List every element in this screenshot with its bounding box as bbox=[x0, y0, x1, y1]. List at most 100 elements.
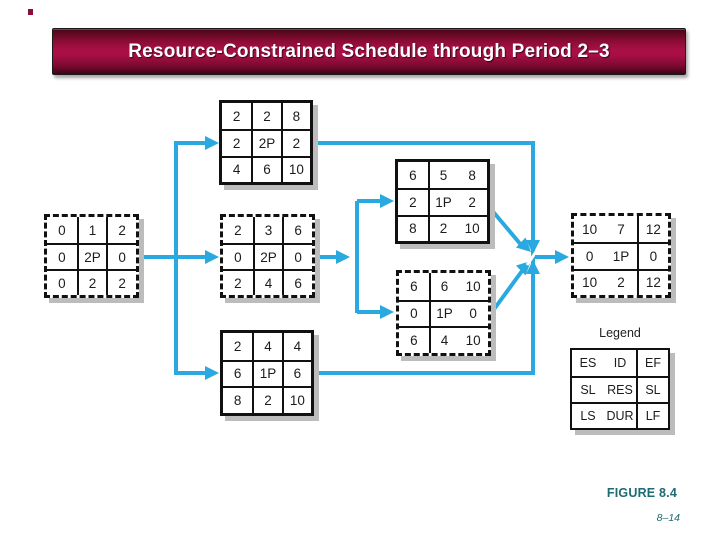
legend-box-cell: DUR bbox=[604, 402, 636, 428]
activity-node-5-cell: 10 bbox=[457, 214, 487, 241]
activity-node-1-cell: 2 bbox=[76, 269, 107, 295]
activity-node-5-cell: 2 bbox=[398, 188, 428, 214]
legend-box-cell: EF bbox=[636, 350, 668, 376]
activity-node-2-cell: 2 bbox=[232, 108, 241, 124]
activity-node-4-cell: 10 bbox=[281, 386, 311, 413]
activity-node-6-cell: 0 bbox=[399, 299, 429, 327]
legend-box-cell: ES bbox=[579, 356, 597, 370]
activity-node-7-cell: 1P bbox=[605, 242, 637, 268]
activity-node-2-cell: 6 bbox=[251, 155, 281, 182]
connector-node5-diagonal bbox=[488, 206, 524, 248]
legend-box-cell: ID bbox=[613, 356, 627, 370]
activity-node-7-cell: 0 bbox=[636, 242, 668, 269]
activity-node-1-cell: 2P bbox=[76, 243, 107, 269]
activity-node-3-cell: 2 bbox=[223, 269, 253, 295]
corner-accent bbox=[28, 9, 33, 15]
activity-node-2-cell: 10 bbox=[280, 155, 310, 182]
activity-node-1-cell: 0 bbox=[47, 243, 77, 269]
arrowhead-into-node4 bbox=[205, 366, 219, 380]
activity-node-4-cell: 6 bbox=[281, 359, 311, 387]
page-number: 8–14 bbox=[656, 512, 680, 524]
activity-node-3-cell: 3 bbox=[252, 217, 283, 243]
title-banner: Resource-Constrained Schedule through Pe… bbox=[52, 28, 686, 75]
activity-node-1-cell: 0 bbox=[106, 243, 136, 269]
activity-node-2-cell: 4 bbox=[222, 155, 252, 182]
activity-node-2-cell: 2 bbox=[280, 129, 310, 156]
arrowhead-into-node6 bbox=[380, 305, 394, 319]
arrowhead-node3-out bbox=[336, 250, 350, 264]
activity-node-3-cell: 0 bbox=[223, 243, 253, 269]
activity-node-4-cell: 2 bbox=[252, 386, 282, 413]
legend-box-cell: LF bbox=[636, 402, 668, 428]
activity-node-7-cell: 7 bbox=[617, 221, 625, 237]
connector-node4-to-merge bbox=[314, 273, 535, 375]
slide-title: Resource-Constrained Schedule through Pe… bbox=[128, 40, 610, 62]
activity-node-2-cell: 2 bbox=[222, 129, 252, 155]
activity-node-2-cell: 2P bbox=[251, 129, 281, 156]
activity-node-1-cell: 2 bbox=[106, 269, 136, 295]
activity-node-3-cell: 4 bbox=[252, 269, 283, 295]
legend-box-cell: SL bbox=[572, 376, 604, 402]
activity-node-6-cell: 6 bbox=[428, 273, 459, 300]
activity-node-5-cell: 2 bbox=[427, 214, 458, 241]
activity-node-5-cell: 8 bbox=[468, 167, 476, 183]
legend-box-cell: RES bbox=[604, 376, 636, 402]
activity-node-7-cell: 10 bbox=[574, 268, 606, 295]
figure-label: FIGURE 8.4 bbox=[606, 486, 677, 500]
activity-node-3-cell: 2P bbox=[252, 243, 283, 269]
activity-node-4-cell: 4 bbox=[281, 333, 311, 360]
activity-node-4-cell: 2 bbox=[233, 338, 242, 354]
activity-node-1-cell: 2 bbox=[106, 217, 136, 243]
arrowhead-into-node2 bbox=[205, 136, 219, 150]
legend-title: Legend bbox=[599, 326, 641, 340]
activity-node-6-cell: 4 bbox=[428, 326, 459, 353]
activity-node-1-cell: 1 bbox=[76, 217, 107, 243]
activity-node-1-cell: 0 bbox=[58, 222, 66, 238]
connector-node6-diagonal bbox=[490, 269, 524, 314]
activity-node-6-cell: 6 bbox=[410, 278, 418, 294]
activity-node-6-cell: 1P bbox=[428, 299, 459, 327]
activity-node-2-cell: 2 bbox=[251, 103, 280, 130]
activity-node-5-cell: 1P bbox=[427, 188, 458, 215]
activity-node-4-cell: 8 bbox=[223, 386, 253, 413]
activity-node-7-cell: 0 bbox=[574, 242, 606, 268]
activity-node-3-cell: 0 bbox=[282, 243, 312, 269]
arrowhead-into-node7 bbox=[555, 250, 569, 264]
merge-highlight-gap bbox=[525, 248, 540, 266]
activity-node-1-cell: 0 bbox=[47, 269, 77, 295]
activity-node-4-cell: 6 bbox=[223, 359, 253, 387]
activity-node-7-cell: 10 bbox=[582, 221, 598, 237]
activity-node-3-cell: 6 bbox=[282, 269, 312, 295]
arrowhead-node5-diagonal bbox=[516, 237, 531, 252]
arrowhead-into-node3 bbox=[205, 250, 219, 264]
activity-node-6-cell: 10 bbox=[458, 326, 488, 353]
activity-node-7-cell: 12 bbox=[636, 268, 668, 295]
legend-box-cell: LS bbox=[572, 402, 604, 428]
activity-node-5-cell: 8 bbox=[398, 214, 428, 241]
activity-node-4-cell: 1P bbox=[252, 359, 282, 387]
activity-node-5-cell: 5 bbox=[427, 162, 458, 189]
arrowhead-merge-down bbox=[526, 240, 540, 254]
arrowhead-merge-up bbox=[526, 260, 540, 274]
activity-node-2-cell: 8 bbox=[280, 103, 310, 130]
legend-box-cell: SL bbox=[636, 376, 668, 402]
activity-node-6-cell: 0 bbox=[458, 299, 488, 327]
activity-node-4-cell: 4 bbox=[252, 333, 281, 360]
activity-node-5-cell: 6 bbox=[409, 167, 417, 183]
activity-node-5-cell: 2 bbox=[457, 188, 487, 214]
arrowhead-into-node5 bbox=[380, 194, 394, 208]
activity-node-3-cell: 2 bbox=[234, 222, 242, 238]
activity-node-3-cell: 6 bbox=[282, 217, 312, 243]
activity-node-7-cell: 2 bbox=[605, 268, 637, 295]
activity-node-7-cell: 12 bbox=[636, 216, 668, 243]
